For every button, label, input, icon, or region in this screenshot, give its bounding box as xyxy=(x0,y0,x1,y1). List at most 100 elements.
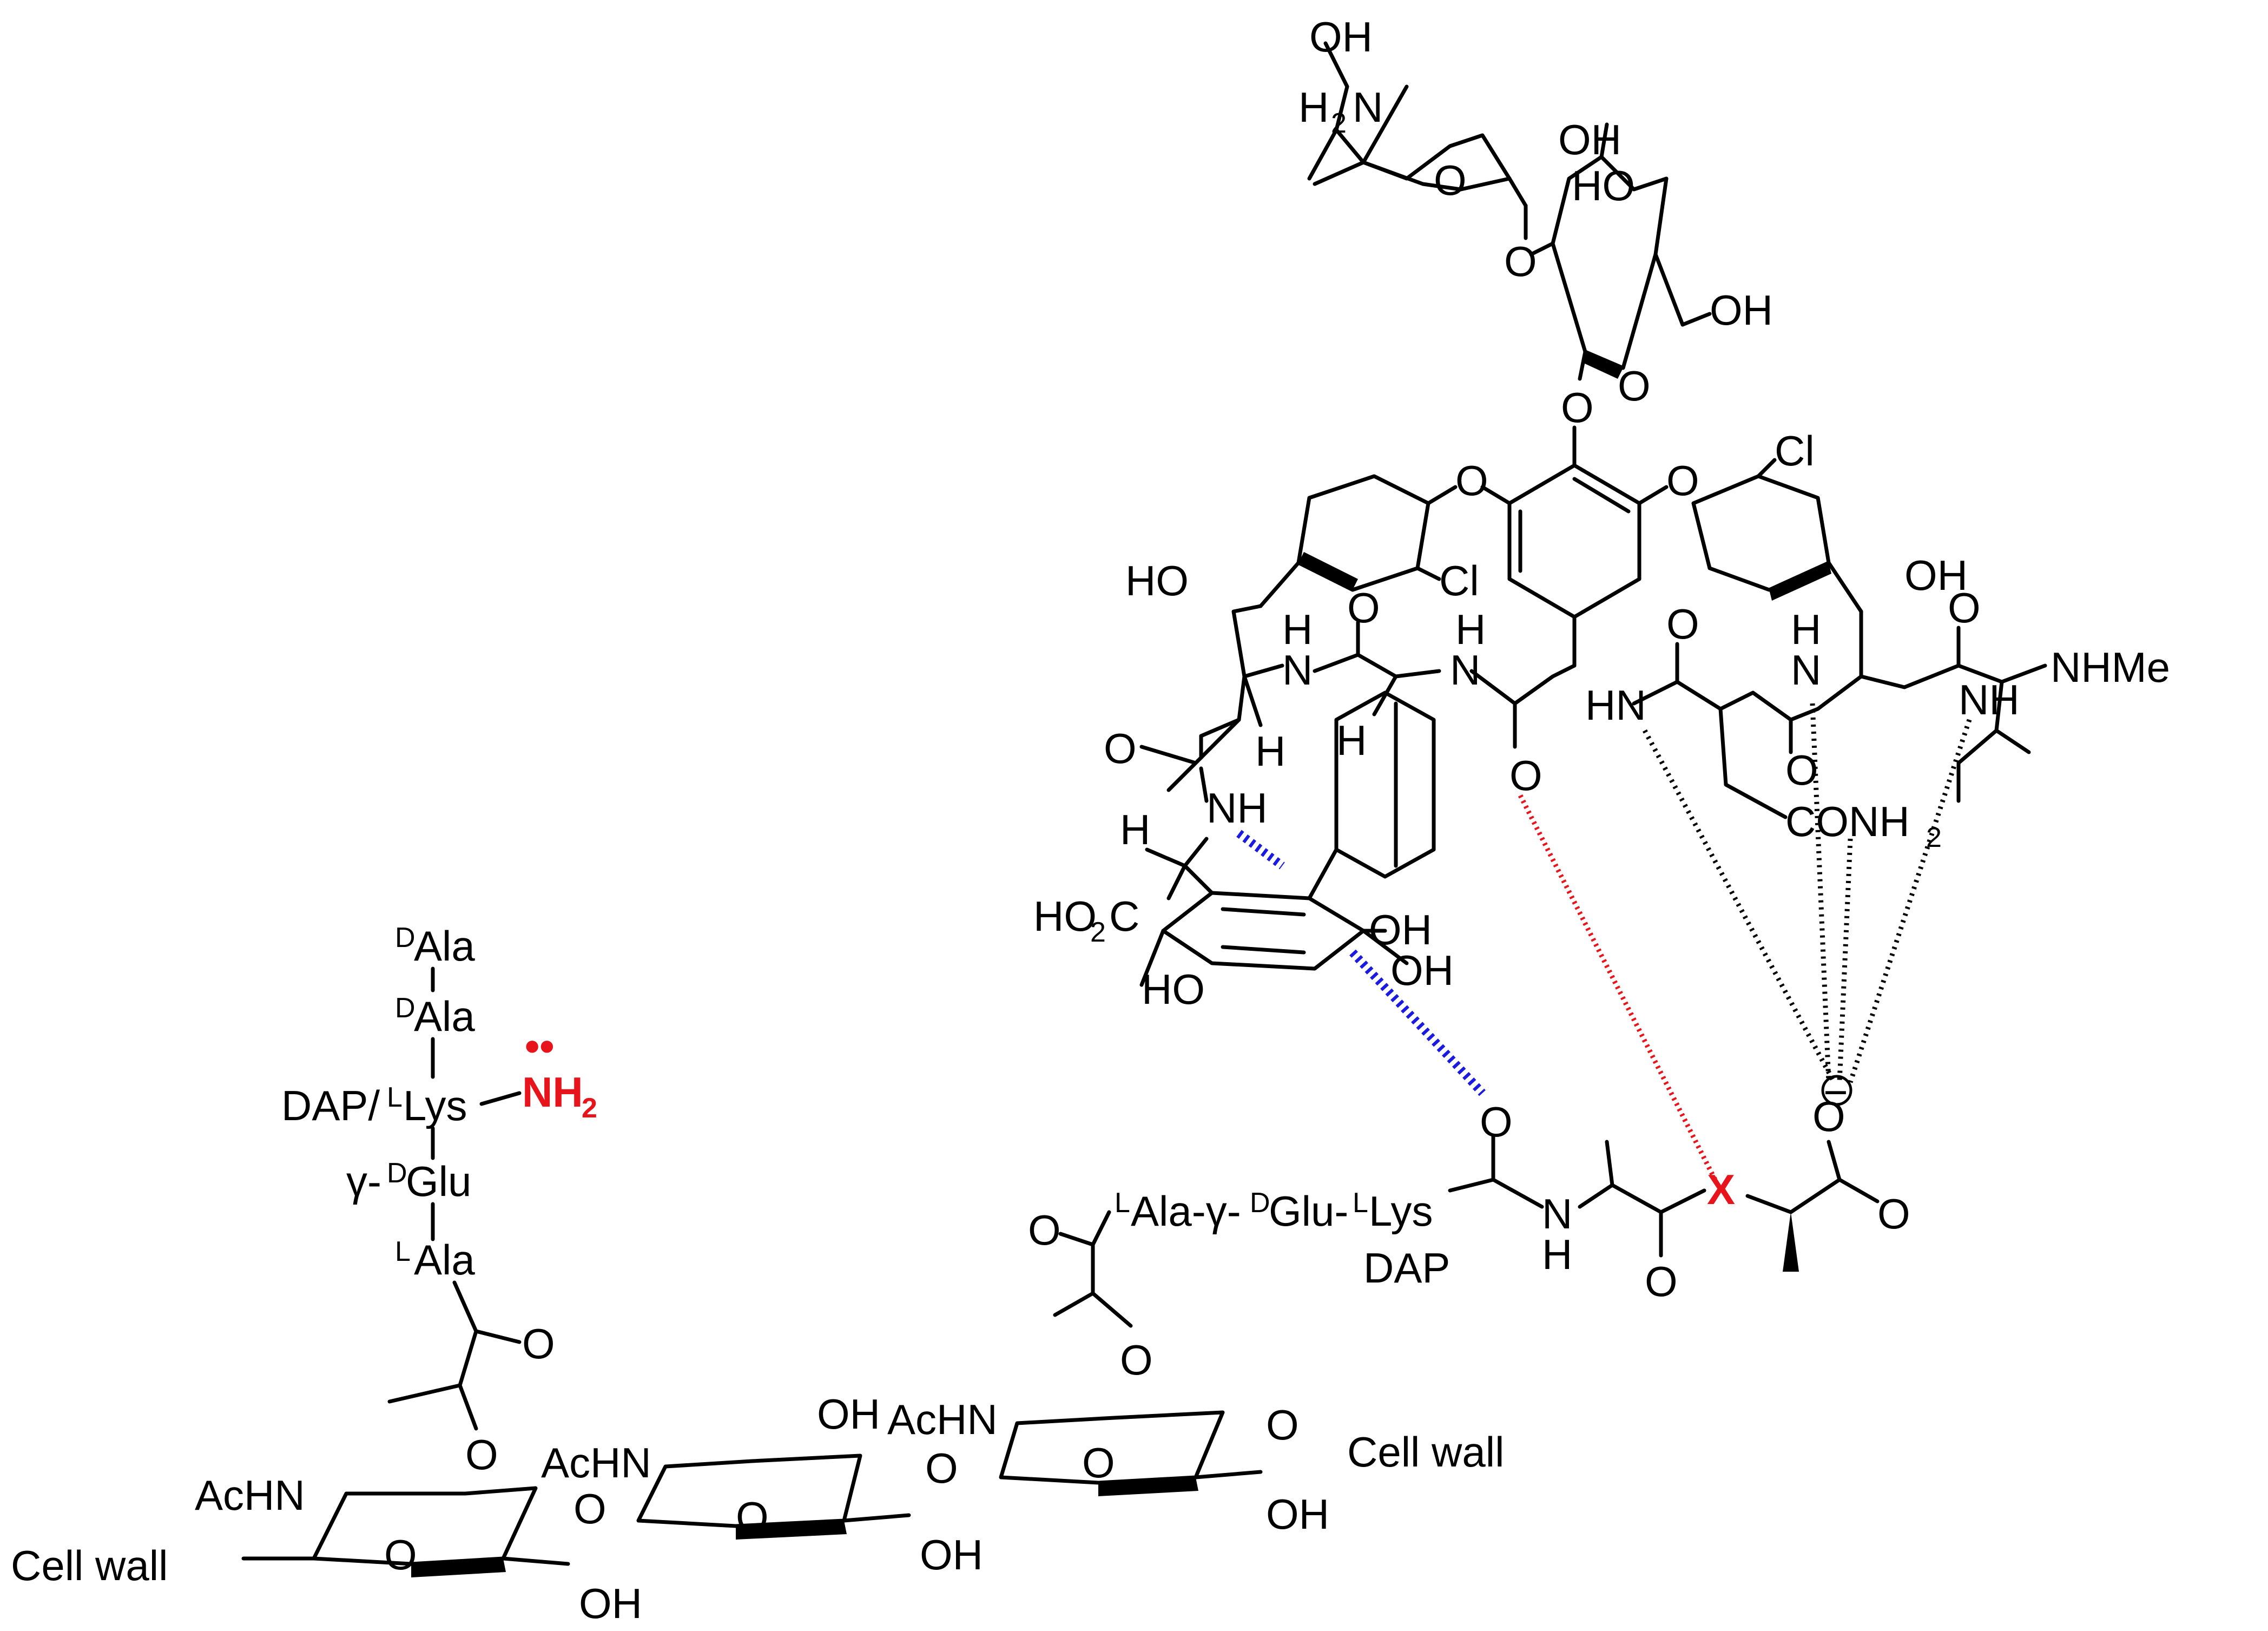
alpha-h-1: H xyxy=(1255,727,1285,775)
hydrogen-bond-contacts xyxy=(1236,703,1972,1181)
glucose-ring-o: O xyxy=(1618,362,1651,410)
glucose-ch2oh: OH xyxy=(1710,286,1773,334)
sugar-link-o: O xyxy=(1504,238,1537,285)
nh2-lone-pair: •• xyxy=(525,1022,555,1070)
alpha-h-2: H xyxy=(1336,716,1367,764)
achn-3: AcHN xyxy=(887,1396,998,1443)
amide-n-1: N xyxy=(1282,646,1313,694)
ho-left-macrocycle: HO xyxy=(1125,557,1189,604)
central-aryl-ring: O O xyxy=(1455,457,1699,668)
chain-sup-d: D xyxy=(1250,1187,1270,1219)
stem-sup-d-1: D xyxy=(395,922,416,953)
stem-ala-1: Ala xyxy=(414,922,475,970)
carboxylate-o: O xyxy=(1812,1093,1845,1140)
sugar1-ring-o: O xyxy=(384,1531,417,1579)
amide-h-1: H xyxy=(1282,606,1313,653)
oh-right-macrocycle: OH xyxy=(1904,551,1968,599)
achn-1: AcHN xyxy=(195,1471,305,1519)
amide-h-4: H xyxy=(1791,606,1821,653)
lower-aryl-rings: OH OH HO xyxy=(1139,690,1454,1013)
stem-dap-slash: DAP/ xyxy=(281,1082,380,1129)
carboxylate-charge-circle xyxy=(1821,1075,1852,1106)
left-chloroaryl-ring: Cl xyxy=(1258,474,1479,608)
x-linkage-atom: X xyxy=(1707,1166,1735,1213)
sugar2-oh: OH xyxy=(920,1531,983,1579)
vancosamine-sugar: OH H 2 N O O xyxy=(1298,13,1537,285)
phenol-oh-1: OH xyxy=(1369,906,1432,953)
cell-wall-left: Cell wall xyxy=(11,1542,168,1589)
sugar-h2n-sub: 2 xyxy=(1331,108,1347,139)
chain-lys: Lys xyxy=(1369,1187,1433,1235)
carbonyl-o-5: O xyxy=(1948,584,1981,632)
sugar-h2n-h: H xyxy=(1298,83,1329,131)
stem-glu: Glu xyxy=(406,1158,471,1205)
amide-nh-6: NH xyxy=(1206,784,1268,832)
glucose-link-o: O xyxy=(1561,384,1594,431)
glucose-sugar: OH HO OH O O xyxy=(1529,116,1773,468)
chain-glu: Glu- xyxy=(1269,1187,1348,1235)
ho2c-ho: HO xyxy=(1033,892,1097,940)
carbonyl-o-1: O xyxy=(1347,584,1380,632)
stem-lys: Lys xyxy=(403,1082,467,1129)
macrocycle-backbone: HO OH H N O H N O HN O H N O NH O NHMe C… xyxy=(1125,551,2170,853)
stem-gamma: γ- xyxy=(346,1158,381,1205)
sugar3-ring-o: O xyxy=(1082,1439,1115,1487)
ho2c-c: C xyxy=(1109,892,1139,940)
sugar2-oh-top: OH xyxy=(817,1390,880,1438)
lactyl-carbonyl-o-2: O xyxy=(522,1320,555,1367)
ala-carbonyl-o: O xyxy=(1645,1258,1678,1305)
lactyl-carbonyl-o-1: O xyxy=(1028,1206,1061,1254)
nh2-subscript: 2 xyxy=(582,1093,597,1124)
carbonyl-o-6: O xyxy=(1104,725,1137,772)
glycosidic-o-1: O xyxy=(573,1485,606,1533)
chain-dap: DAP xyxy=(1363,1244,1450,1292)
stem-ala-2: Ala xyxy=(414,992,475,1040)
ether-o-right: O xyxy=(1666,457,1699,504)
chain-sup-l-2: L xyxy=(1353,1187,1368,1219)
carbonyl-o-2: O xyxy=(1509,752,1542,799)
stem-sup-l-1: L xyxy=(387,1082,403,1113)
glucose-ho: HO xyxy=(1572,162,1635,209)
glycosidic-o-2: O xyxy=(925,1444,958,1492)
ether-o-left: O xyxy=(1455,457,1488,504)
lactyl-ether-o-1: O xyxy=(1120,1336,1153,1384)
peptide-n: N xyxy=(1542,1190,1572,1238)
chain-ala: Ala-γ- xyxy=(1131,1187,1241,1235)
chloro-right: Cl xyxy=(1775,427,1815,475)
ligand-peptide: − O O X O N H O L Ala-γ- D Glu- L Lys DA… xyxy=(1028,1068,1910,1384)
stem-sup-l-2: L xyxy=(395,1236,411,1267)
left-lower-backbone: O NH H HO 2 C H H xyxy=(1033,674,1398,948)
carbonyl-o-3: O xyxy=(1666,600,1699,648)
lactyl-ether-o-2: O xyxy=(465,1431,498,1478)
glycan-backbone: AcHN Cell wall O OH O AcHN O OH OH O AcH… xyxy=(11,1390,1504,1627)
amide-h-2: H xyxy=(1455,606,1486,653)
chain-sup-l-1: L xyxy=(1115,1187,1130,1219)
phenol-ho: HO xyxy=(1142,965,1205,1013)
cell-wall-right: Cell wall xyxy=(1347,1428,1504,1476)
peptide-h: H xyxy=(1542,1231,1572,1278)
achn-2: AcHN xyxy=(541,1439,651,1487)
ho2c-sub: 2 xyxy=(1090,917,1106,948)
phenol-oh-2: OH xyxy=(1390,946,1454,994)
sugar2-ring-o: O xyxy=(736,1493,769,1541)
sugar-ring-o: O xyxy=(1434,156,1467,204)
glucose-oh-1: OH xyxy=(1558,116,1621,163)
alpha-h-left: H xyxy=(1120,806,1150,853)
amide-nh-5: NH xyxy=(1959,676,2020,724)
nhme-group: NHMe xyxy=(2051,643,2170,691)
sugar-h2n-n: N xyxy=(1353,83,1383,131)
amide-n-4: N xyxy=(1791,646,1821,694)
lys-carbonyl-o: O xyxy=(1480,1098,1513,1146)
glycosidic-o-3: O xyxy=(1266,1401,1299,1449)
stem-ala-3: Ala xyxy=(414,1236,475,1284)
amide-hn-3: HN xyxy=(1585,681,1646,729)
sugar-oh-top: OH xyxy=(1309,13,1373,61)
chloro-left: Cl xyxy=(1439,557,1479,604)
conh2-group: CONH xyxy=(1785,798,1910,845)
right-chloroaryl-ring: Cl xyxy=(1691,427,1863,614)
sugar1-oh: OH xyxy=(579,1580,642,1627)
stem-sup-d-2: D xyxy=(395,992,416,1024)
sugar3-oh: OH xyxy=(1266,1490,1329,1538)
stem-sup-d-3: D xyxy=(387,1158,407,1189)
